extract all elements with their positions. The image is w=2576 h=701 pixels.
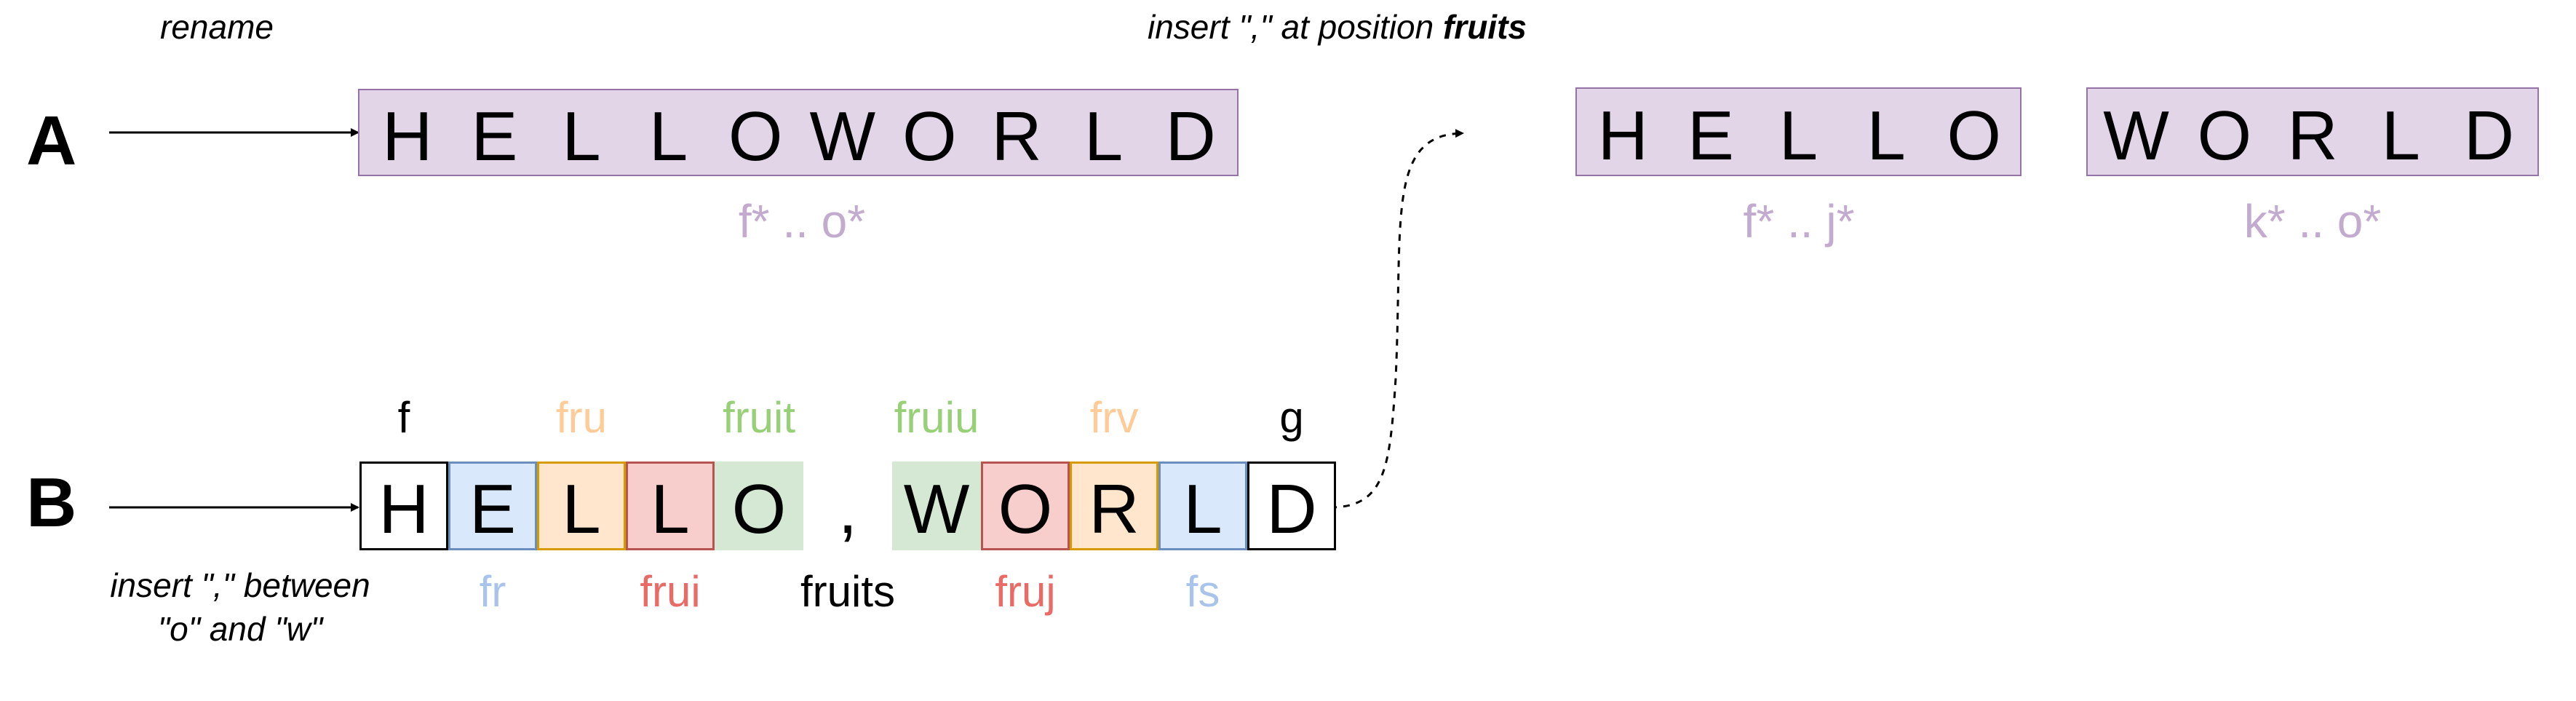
split-right-letter-5: D [2463, 97, 2515, 175]
row-b-key: fruiu [894, 393, 979, 442]
row-b-cell [626, 462, 715, 550]
row-b-key: fruj [995, 567, 1056, 616]
split-left-letter-2: E [1687, 97, 1734, 175]
split-left-letter-4: L [1867, 97, 1906, 175]
row-a-letter-6: W [809, 98, 876, 175]
dashed-split-arrow [1329, 129, 1464, 509]
row-b-key: fruit [722, 393, 796, 442]
row-a-letter-3: L [562, 98, 601, 175]
row-b-cell [1070, 462, 1158, 550]
row-b-char: W [903, 470, 970, 548]
row-b-char: O [731, 470, 787, 548]
row-b-key: g [1279, 393, 1304, 442]
row-a-letter-5: O [728, 98, 783, 175]
row-a-letter-4: L [648, 98, 688, 175]
insert-between-line1: insert "," between [110, 566, 370, 604]
split-left-letter-1: H [1597, 97, 1648, 175]
insert-between-line2: "o" and "w" [157, 609, 323, 648]
insert-at-position-caption: insert "," at position fruits [1148, 10, 1527, 44]
row-b-char: R [1089, 470, 1140, 548]
row-a-string-box [358, 89, 1239, 176]
row-b-key: fru [555, 393, 608, 442]
row-b-char: L [562, 470, 601, 548]
row-b-cell [448, 462, 537, 550]
split-right-range: k* .. o* [2243, 195, 2382, 247]
row-a-letter-2: E [471, 98, 518, 175]
split-left-letter-3: L [1778, 97, 1818, 175]
split-right-letter-2: O [2197, 97, 2252, 175]
row-a-letter-10: D [1165, 98, 1216, 175]
row-a-range: f* .. o* [738, 195, 866, 247]
row-b-cell [715, 462, 803, 550]
insert-between-caption: insert "," between "o" and "w" [58, 564, 422, 652]
row-b-label: B [26, 464, 77, 542]
row-b-key: fs [1185, 567, 1220, 616]
row-b-char: E [469, 470, 517, 548]
row-a-letter-1: H [382, 98, 433, 175]
split-left-letter-5: O [1947, 97, 2002, 175]
row-b-cell [981, 462, 1070, 550]
row-b-char: H [378, 470, 429, 548]
split-right-letter-3: R [2287, 97, 2338, 175]
split-left-range: f* .. j* [1743, 195, 1855, 247]
row-b-key: frv [1089, 393, 1139, 442]
row-b-key: f [397, 393, 410, 442]
row-b-key: fr [479, 567, 506, 616]
row-a-label: A [26, 102, 77, 180]
row-b-cell [892, 462, 981, 550]
row-a-letter-9: L [1084, 98, 1124, 175]
row-b-char: L [1183, 470, 1223, 548]
insert-at-key: fruits [1442, 8, 1527, 46]
row-b-cell [1247, 462, 1336, 550]
row-b-cell [359, 462, 448, 550]
insert-at-prefix: insert "," at position [1148, 8, 1443, 46]
row-b-char: D [1266, 470, 1317, 548]
row-b-char: L [651, 470, 690, 548]
split-right-letter-1: W [2103, 97, 2169, 175]
row-a-letter-8: R [991, 98, 1042, 175]
split-left-box [1575, 87, 2022, 176]
row-b-key: fruits [800, 567, 896, 616]
row-b-char: , [838, 470, 858, 548]
rename-caption: rename [160, 8, 274, 46]
row-b-cell [1158, 462, 1247, 550]
row-b-cell [803, 462, 892, 550]
row-b-key: frui [640, 567, 701, 616]
row-a-letter-7: O [902, 98, 957, 175]
split-right-letter-4: L [2381, 97, 2420, 175]
split-right-box [2086, 87, 2539, 176]
row-b-char: O [998, 470, 1053, 548]
row-b-cell [537, 462, 626, 550]
